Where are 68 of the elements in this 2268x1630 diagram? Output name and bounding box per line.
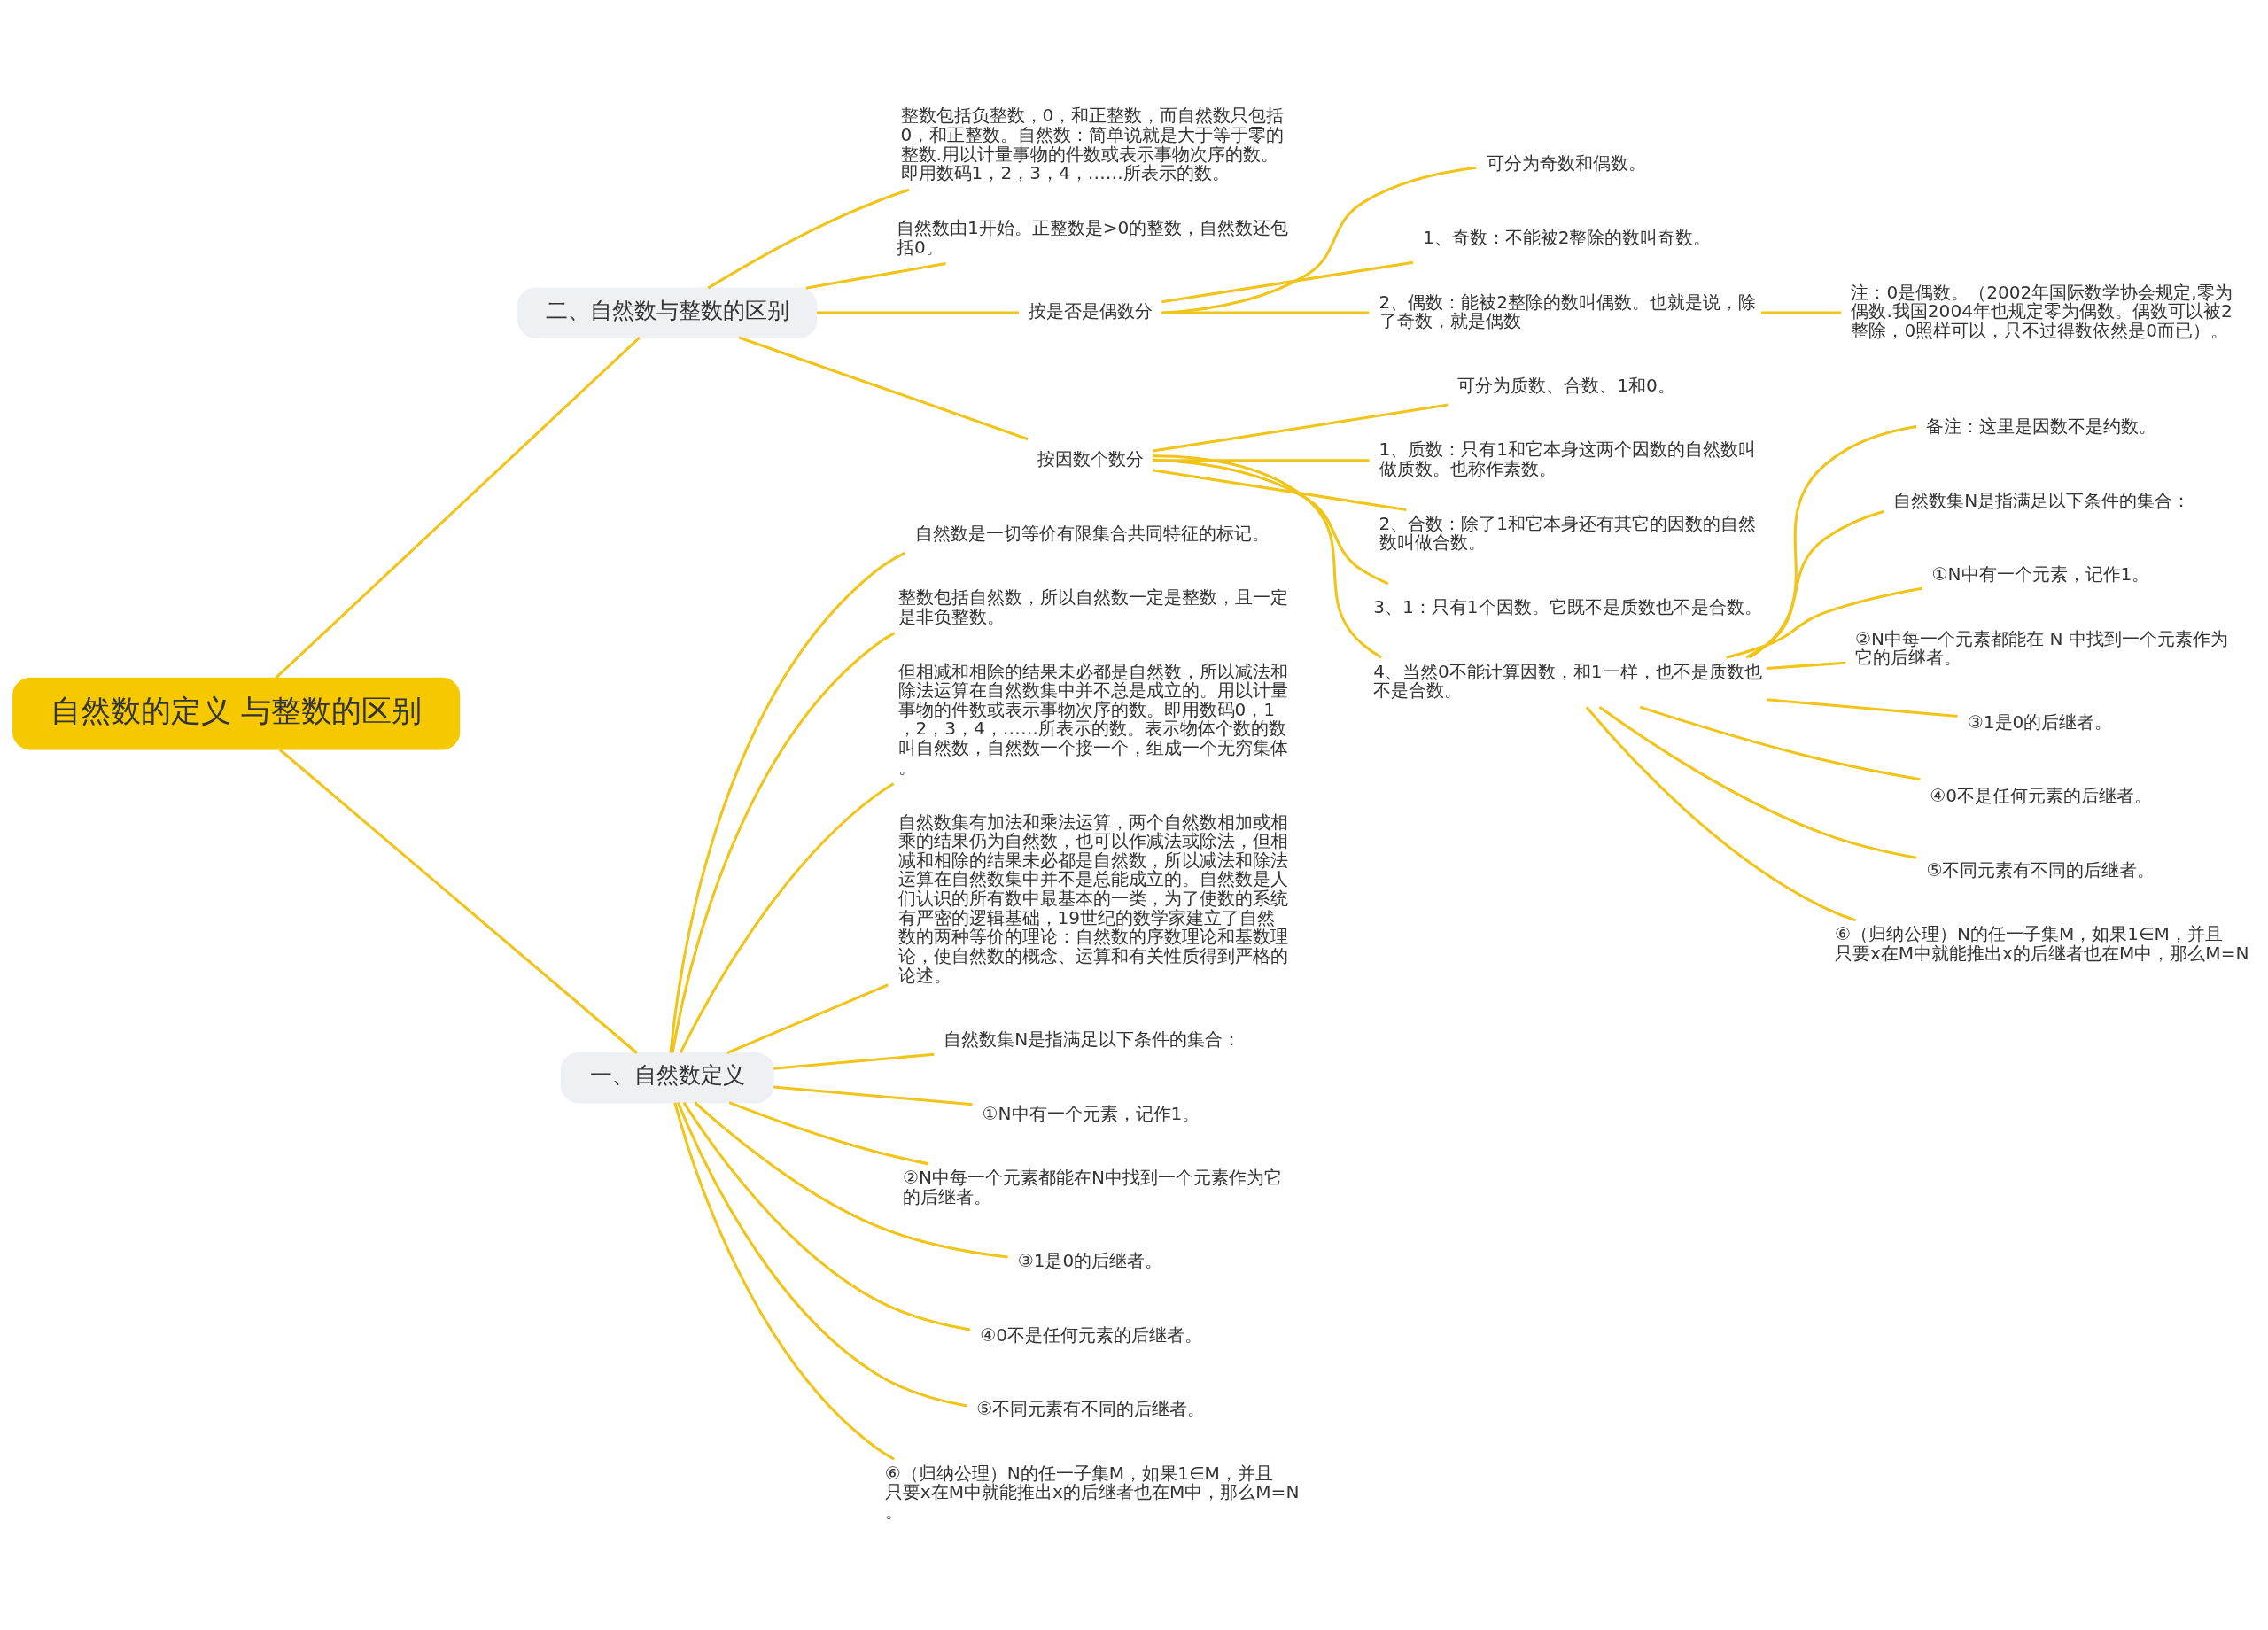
node-text: 整数包括自然数，所以自然数一定是整数，且一定是非负整数。 — [897, 586, 1288, 627]
node-text: 自然数由1开始。正整数是>0的整数，自然数还包括0。 — [896, 217, 1289, 258]
node-text: 按是否是偶数分 — [1029, 300, 1153, 322]
node-box: 二、自然数与整数的区别 — [517, 287, 818, 338]
connector — [726, 983, 889, 1055]
connector — [707, 188, 910, 290]
node-text: ②N中每一个元素都能在 N 中找到一个元素作为它的后继者。 — [1855, 627, 2228, 669]
node-text: 备注：这里是因数不是约数。 — [1926, 415, 2157, 438]
connector — [1761, 311, 1842, 314]
connector — [1767, 661, 1846, 670]
connector — [1153, 403, 1449, 453]
node-text: 4、当然0不能计算因数，和1一样，也不是质数也不是合数。 — [1373, 660, 1762, 702]
node-text: ⑤不同元素有不同的后继者。 — [976, 1398, 1206, 1420]
connector — [773, 1085, 973, 1106]
connector — [1745, 509, 1884, 659]
node-text: 自然数集N是指满足以下条件的集合： — [1893, 489, 2191, 511]
connector — [1598, 705, 1917, 859]
node-text: 但相减和相除的结果未必都是自然数，所以减法和除法运算在自然数集中并不总是成立的。用以计量事物的件数或表示事物次序的数。即用数码0，1，2，3，4，……所表示的数。表示物体个数的数叫自然数，自然数一个接一个，组成一个无穷集体。 — [897, 660, 1288, 778]
connector — [278, 749, 638, 1054]
node-text: 按因数个数分 — [1037, 448, 1145, 470]
connector — [1639, 705, 1921, 781]
node-text: 3、1：只有1个因数。它既不是质数也不是合数。 — [1373, 595, 1762, 617]
connector — [773, 1052, 935, 1070]
node-text: ①N中有一个元素，记作1。 — [1931, 563, 2150, 585]
node-text: ④0不是任何元素的后继者。 — [1930, 785, 2153, 807]
connector — [1726, 586, 1922, 659]
node-text: ①N中有一个元素，记作1。 — [982, 1102, 1200, 1124]
node-text: ③1是0的后继者。 — [1017, 1250, 1163, 1272]
node-text: 自然数集N是指满足以下条件的集合： — [944, 1028, 1241, 1051]
connector — [728, 1101, 929, 1166]
node-text: 自然数集有加法和乘法运算，两个自然数相加或相乘的结果仍为自然数，也可以作减法或除法，但相减和相除的结果未必都是自然数，所以减法和除法运算在自然数集中并不是总能成立的。自然数是人们认识的所有数中最基本的一类，为了使数的系统有严密的逻辑基础，19世纪的数学家建立了自然数的两种等价的理论：自然数的序数理论和基数理论，使自然数的概念、运算和有关性质得到严格的论述。 — [897, 811, 1288, 986]
connector — [738, 336, 1029, 441]
connector — [1767, 698, 1958, 718]
connector — [1153, 454, 1382, 659]
connector — [1161, 166, 1477, 314]
node-text: 2、偶数：能被2整除的数叫偶数。也就是说，除了奇数，就是偶数 — [1379, 291, 1757, 332]
node-text: ③1是0的后继者。 — [1967, 710, 2113, 733]
connector — [673, 1102, 895, 1461]
connector — [1152, 458, 1389, 586]
node-text: ⑥（归纳公理）N的任一子集M，如果1∈M，并且只要x在M中就能推出x的后继者也在M中，那么M=N。 — [884, 1462, 1300, 1523]
connector — [694, 1101, 1008, 1259]
connector — [817, 311, 1020, 314]
connector — [671, 632, 896, 1053]
node-box: 自然数的定义 与整数的区别 — [12, 677, 461, 750]
connector — [1161, 260, 1414, 304]
connector — [1153, 469, 1407, 511]
connector — [682, 1101, 971, 1331]
node-text: 2、合数：除了1和它本身还有其它的因数的自然数叫做合数。 — [1379, 512, 1757, 554]
connector — [677, 1102, 967, 1408]
node-text: 注：0是偶数。（2002年国际数学协会规定,零为偶数.我国2004年也规定零为偶数。偶数可以被2整除，0照样可以，只不过得数依然是0而已）。 — [1851, 281, 2233, 341]
connector — [805, 261, 946, 290]
node-text: 可分为奇数和偶数。 — [1486, 152, 1646, 175]
node-text: ②N中每一个元素都能在N中找到一个元素作为它的后继者。 — [902, 1167, 1282, 1207]
connector — [1749, 424, 1917, 659]
node-text: ⑥（归纳公理）N的任一子集M，如果1∈M，并且只要x在M中就能推出x的后继者也在M中，那么M=N — [1834, 923, 2249, 964]
connector — [1161, 311, 1370, 314]
connector — [669, 551, 906, 1053]
node-text: 整数包括负整数，0，和正整数，而自然数只包括0，和正整数。自然数：简单说就是大于等于零的整数.用以计量事物的件数或表示事物次序的数。即用数码1，2，3，4，……所表示的数。 — [900, 105, 1285, 184]
node-text: 1、质数：只有1和它本身这两个因数的自然数叫做质数。也称作素数。 — [1379, 439, 1757, 479]
connector — [679, 782, 895, 1054]
node-text: 可分为质数、合数、1和0。 — [1457, 374, 1675, 396]
node-text: 自然数是一切等价有限集合共同特征的标记。 — [914, 522, 1270, 544]
connector — [1585, 706, 1856, 922]
node-text: ④0不是任何元素的后继者。 — [980, 1323, 1202, 1346]
node-text: ⑤不同元素有不同的后继者。 — [1926, 858, 2155, 881]
node-text: 1、奇数：不能被2整除的数叫奇数。 — [1422, 226, 1712, 248]
connector — [275, 336, 641, 679]
node-box: 一、自然数定义 — [560, 1052, 774, 1104]
